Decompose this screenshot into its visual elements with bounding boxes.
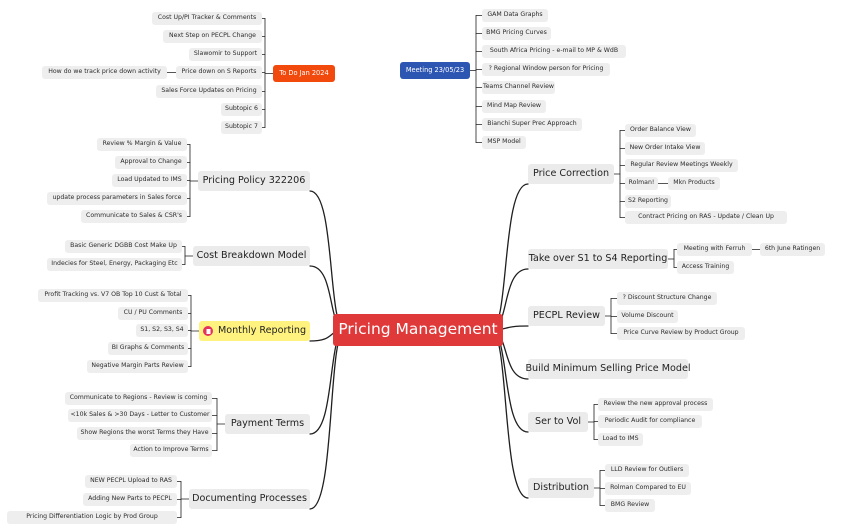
meeting-item-4[interactable]: ? Regional Window person for Pricing — [482, 63, 610, 76]
distribution-item-2[interactable]: Rolman Compared to EU — [605, 482, 691, 495]
ser-to-vol-item-2[interactable]: Periodic Audit for compliance — [598, 415, 702, 428]
price-correction-topic[interactable]: Price Correction — [528, 164, 614, 184]
price-correction-item-6[interactable]: Contract Pricing on RAS - Update / Clean… — [625, 211, 787, 224]
payment-terms-topic[interactable]: Payment Terms — [225, 414, 310, 434]
todo-item-1[interactable]: Cost Up/PI Tracker & Comments — [152, 12, 262, 25]
monthly-reporting-item-4[interactable]: BI Graphs & Comments — [108, 342, 188, 355]
payment-terms-item-4[interactable]: Action to Improve Terms — [130, 444, 212, 457]
monthly-reporting-item-1[interactable]: Profit Tracking vs. V7 OB Top 10 Cust & … — [38, 289, 188, 302]
pricing-policy-item-5[interactable]: Communicate to Sales & CSR's — [81, 210, 187, 223]
link-root-distribution-topic — [490, 329, 529, 499]
ser-to-vol-topic[interactable]: Ser to Vol — [528, 412, 588, 432]
pecpl-review-topic[interactable]: PECPL Review — [528, 306, 605, 326]
ser-to-vol-item-3[interactable]: Load to IMS — [598, 433, 643, 446]
todo-item-5[interactable]: Sales Force Updates on Pricing — [156, 85, 262, 98]
cost-breakdown-topic[interactable]: Cost Breakdown Model — [193, 246, 310, 266]
pricing-policy-topic[interactable]: Pricing Policy 322206 — [198, 171, 310, 191]
pricing-policy-item-4[interactable]: update process parameters in Sales force — [47, 192, 187, 205]
monthly-reporting-label: Monthly Reporting — [217, 325, 307, 337]
pecpl-review-item-3[interactable]: Price Curve Review by Product Group — [617, 327, 745, 340]
cost-breakdown-item-1[interactable]: Basic Generic DGBB Cost Make Up — [65, 240, 182, 253]
documenting-topic[interactable]: Documenting Processes — [189, 489, 310, 509]
ser-to-vol-item-1[interactable]: Review the new approval process — [598, 398, 713, 411]
price-correction-item-1[interactable]: Order Balance View — [625, 124, 696, 137]
meeting-item-2[interactable]: BMG Pricing Curves — [482, 27, 551, 40]
meeting-item-6[interactable]: Mind Map Review — [482, 100, 546, 113]
take-over-item-1[interactable]: Meeting with Ferruh — [677, 243, 752, 256]
pricing-policy-item-1[interactable]: Review % Margin & Value — [97, 138, 187, 151]
pecpl-review-item-1[interactable]: ? Discount Structure Change — [617, 292, 717, 305]
monthly-reporting-item-3[interactable]: S1, S2, S3, S4 — [136, 324, 188, 337]
monthly-reporting-topic[interactable]: Monthly Reporting — [199, 321, 310, 341]
todo-tag[interactable]: To Do Jan 2024 — [273, 65, 335, 82]
root-topic[interactable]: Pricing Management — [333, 314, 503, 346]
todo-item-2[interactable]: Next Step on PECPL Change — [163, 30, 262, 43]
monthly-reporting-item-5[interactable]: Negative Margin Parts Review — [87, 360, 188, 373]
todo-item-7[interactable]: Subtopic 7 — [221, 121, 262, 134]
take-over-extra[interactable]: 6th June Ratingen — [760, 243, 825, 256]
pricing-policy-item-3[interactable]: Load Updated to IMS — [112, 174, 187, 187]
meeting-item-3[interactable]: South Africa Pricing - e-mail to MP & Wd… — [482, 45, 626, 58]
pricing-policy-item-2[interactable]: Approval to Change — [115, 156, 187, 169]
take-over-topic[interactable]: Take over S1 to S4 Reporting — [528, 249, 668, 269]
price-correction-item-3[interactable]: Regular Review Meetings Weekly — [625, 159, 738, 172]
price-correction-item-2[interactable]: New Order Intake View — [625, 142, 705, 155]
todo-extra[interactable]: How do we track price down activity — [42, 66, 167, 79]
take-over-item-2[interactable]: Access Training — [677, 261, 734, 274]
documenting-item-1[interactable]: NEW PECPL Upload to RAS — [85, 475, 177, 488]
meeting-item-7[interactable]: Bianchi Super Prec Approach — [482, 118, 582, 131]
documenting-item-3[interactable]: Pricing Differentiation Logic by Prod Gr… — [7, 511, 177, 524]
link-root-pricing-policy-topic — [309, 190, 346, 331]
documenting-item-2[interactable]: Adding New Parts to PECPL — [83, 493, 177, 506]
price-correction-extra[interactable]: Mkn Products — [668, 177, 720, 190]
price-correction-item-4[interactable]: Rolman! — [625, 177, 658, 190]
min-price-topic[interactable]: Build Minimum Selling Price Model — [525, 359, 691, 379]
flag-icon — [202, 326, 213, 336]
pecpl-review-item-2[interactable]: Volume Discount — [617, 310, 678, 323]
todo-item-4[interactable]: Price down on S Reports — [176, 66, 262, 79]
meeting-item-5[interactable]: Teams Channel Review — [482, 81, 555, 94]
payment-terms-item-1[interactable]: Communicate to Regions - Review is comin… — [65, 392, 212, 405]
payment-terms-item-2[interactable]: <10k Sales & >30 Days - Letter to Custom… — [68, 409, 212, 422]
todo-item-3[interactable]: Slawomir to Support — [189, 48, 262, 61]
distribution-item-1[interactable]: LLD Review for Outliers — [605, 464, 689, 477]
meeting-item-8[interactable]: MSP Model — [482, 136, 526, 149]
link-root-price-correction-topic — [490, 183, 529, 331]
monthly-reporting-item-2[interactable]: CU / PU Comments — [118, 307, 188, 320]
cost-breakdown-item-2[interactable]: Indecies for Steel, Energy, Packaging Et… — [47, 258, 182, 271]
payment-terms-item-3[interactable]: Show Regions the worst Terms they Have — [77, 427, 212, 440]
todo-item-6[interactable]: Subtopic 6 — [221, 103, 262, 116]
meeting-tag[interactable]: Meeting 23/05/23 — [400, 62, 470, 79]
meeting-item-1[interactable]: GAM Data Graphs — [482, 9, 548, 22]
price-correction-item-5[interactable]: S2 Reporting — [625, 195, 671, 208]
distribution-item-3[interactable]: BMG Review — [605, 499, 655, 512]
link-root-documenting-topic — [309, 329, 346, 510]
distribution-topic[interactable]: Distribution — [528, 478, 594, 498]
